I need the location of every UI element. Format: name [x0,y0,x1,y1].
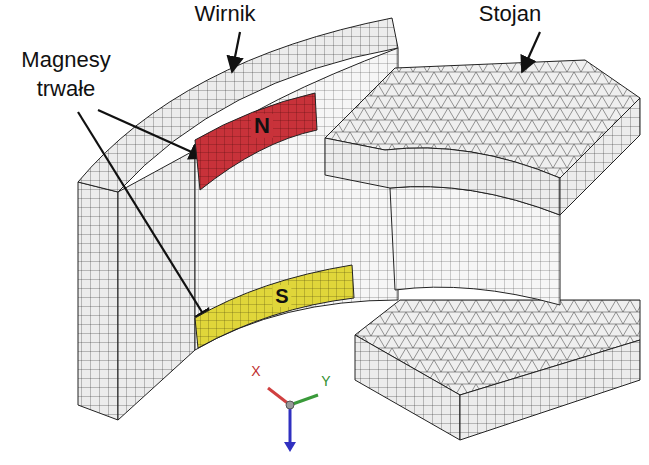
rotor-end-face [118,150,195,420]
rotor-inner-face [195,48,398,350]
leader-line [98,110,205,158]
axis-z-head [284,442,296,452]
axis-triad [268,388,318,452]
axis-label: X [248,362,264,380]
stator-yoke-front [355,335,460,440]
part-label: Wirnik [185,0,265,29]
stator-shoe-front [325,138,560,215]
stator-shoe-side [560,98,640,215]
leader-line [232,32,240,72]
magnet-shape [190,88,330,194]
axis-label: Y [318,372,334,390]
magnet-outline [195,93,317,190]
part-label: Stojan [470,0,550,29]
magnet-south: S [190,252,385,352]
rotor-side-face [78,182,118,420]
axis-origin [286,401,294,409]
part-label: Magnesy trwałe [2,46,130,103]
axis-z [289,405,292,446]
leader-line [522,32,540,72]
stator-yoke-side [460,340,640,440]
magnet-north: N [190,88,330,194]
pole-letter: N [251,114,273,138]
magnet-outline [195,265,354,348]
rotor [78,18,398,420]
stator [325,60,640,440]
leader-line [78,112,210,325]
pole-letter: S [272,285,291,307]
